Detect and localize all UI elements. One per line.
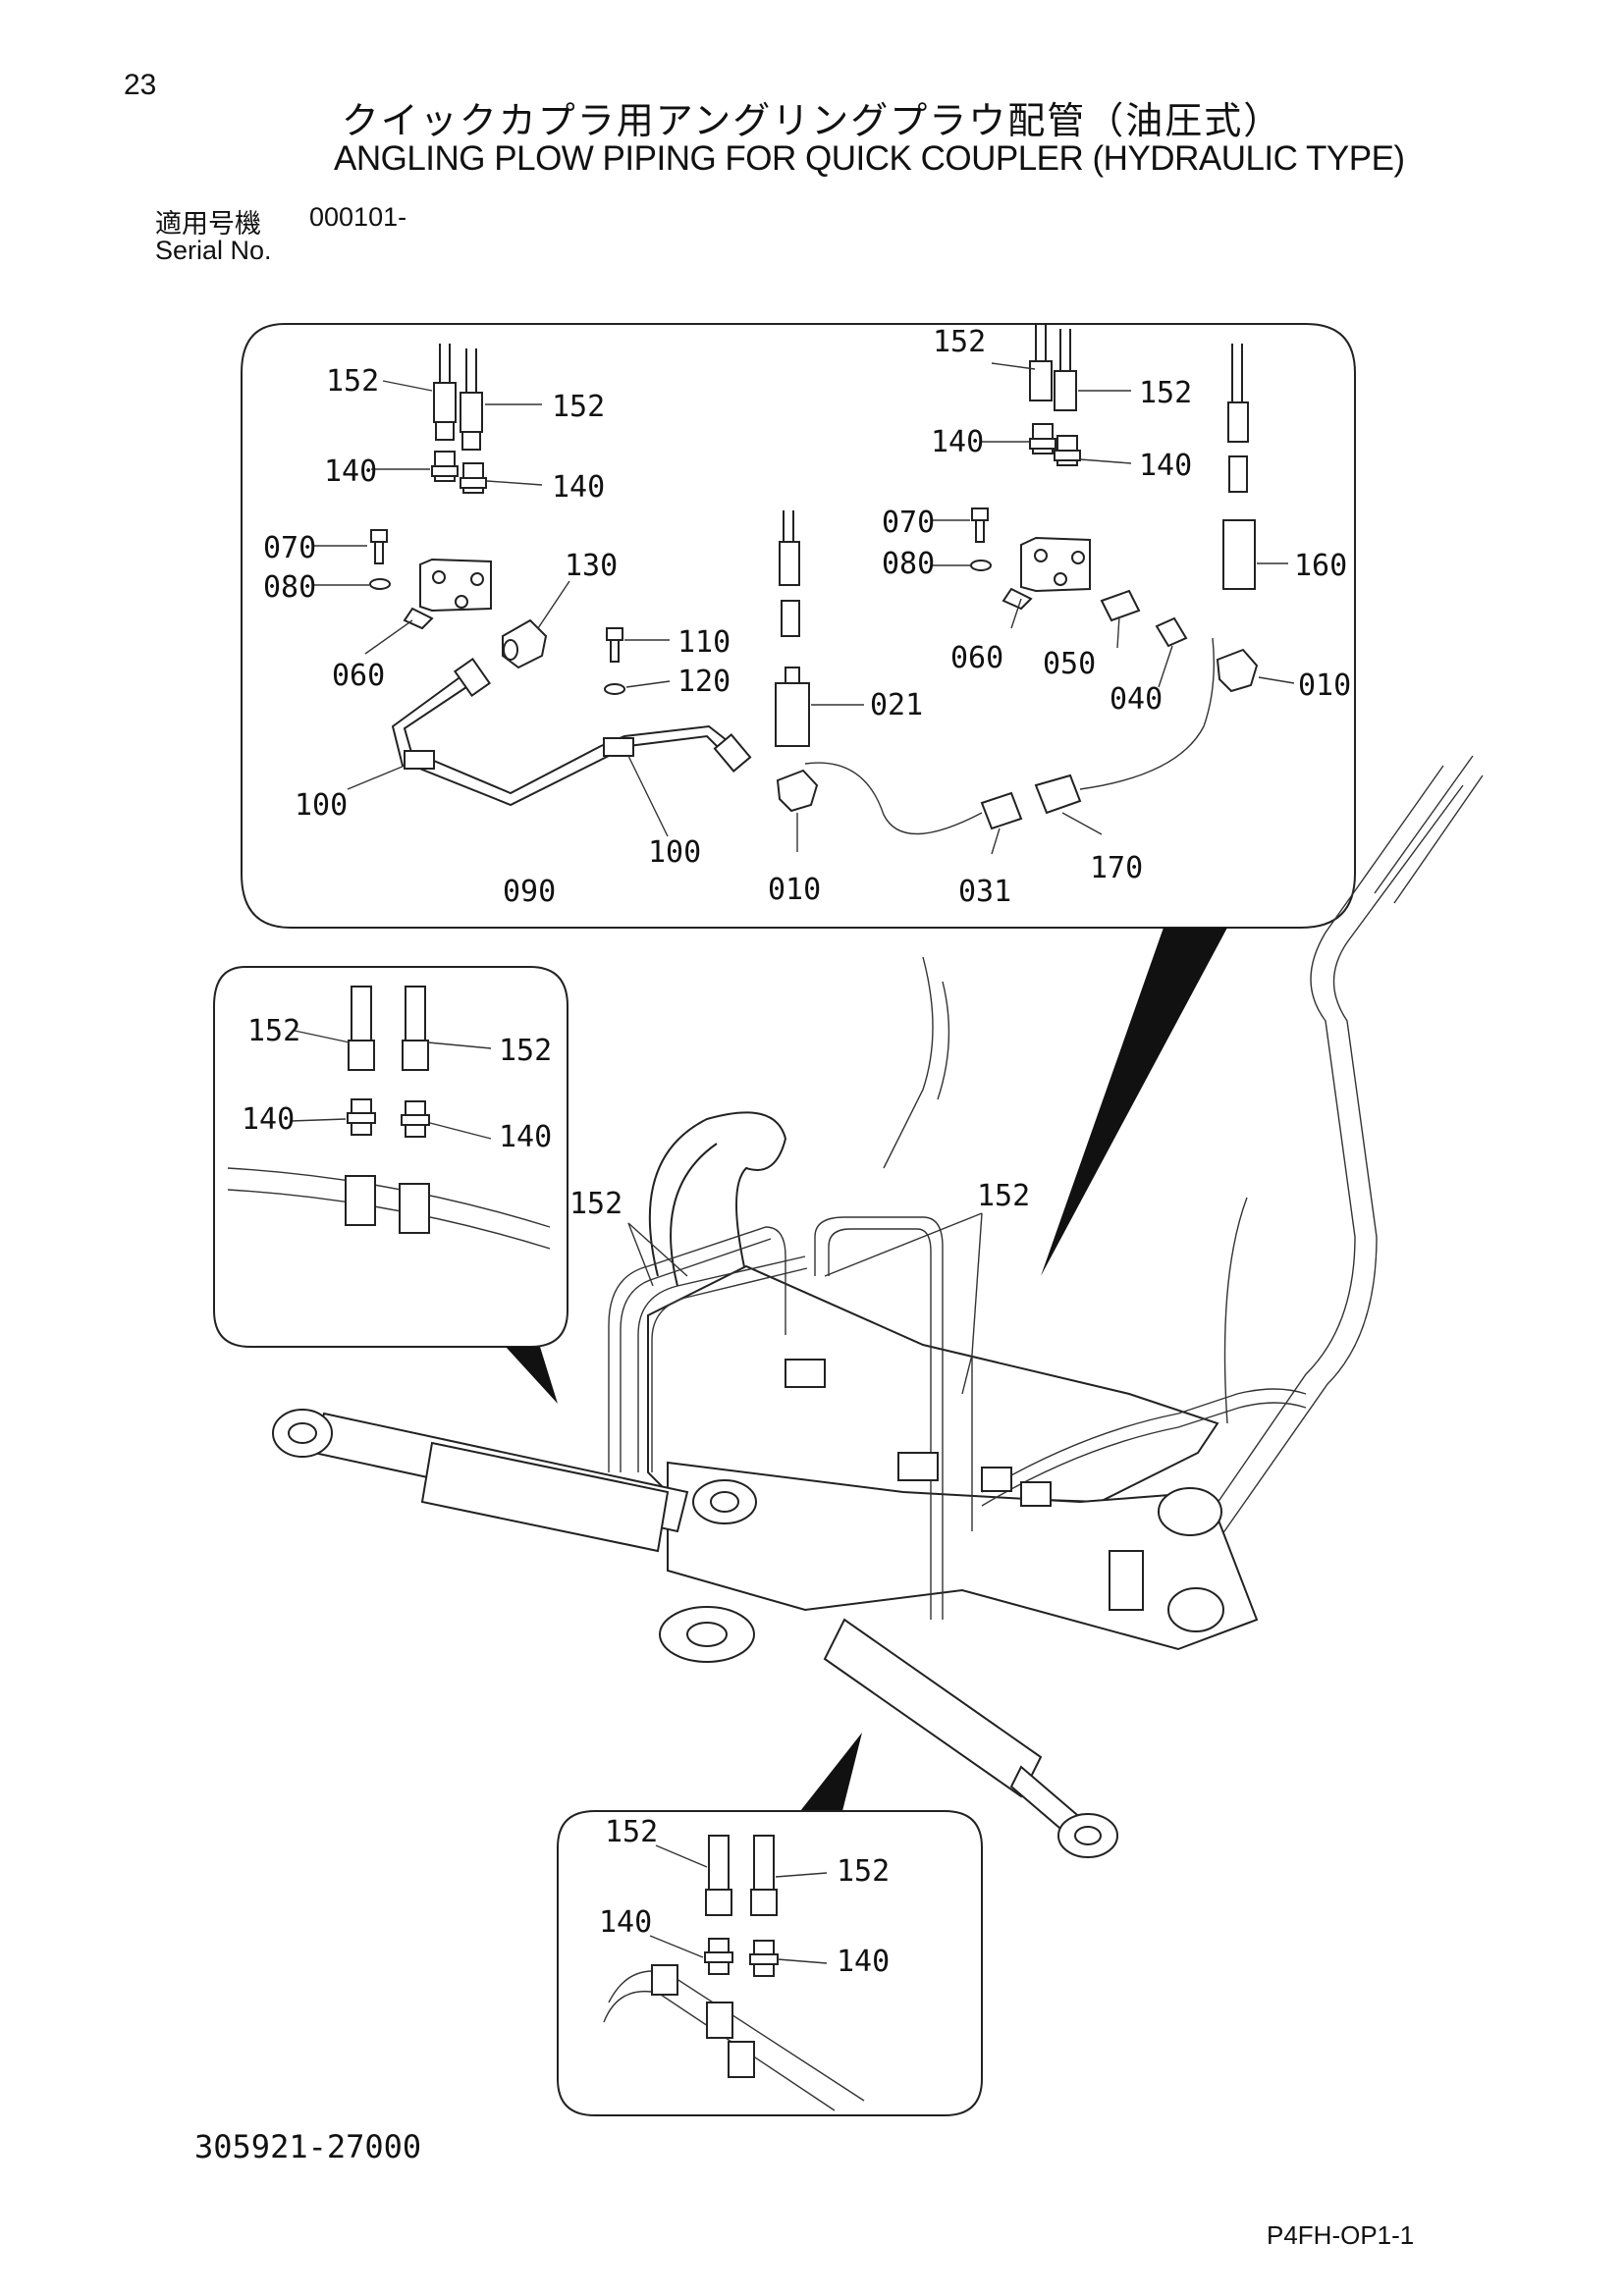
pointer-wedge-left bbox=[506, 1347, 558, 1404]
callout-140: 140 bbox=[1139, 449, 1192, 483]
callout-152: 152 bbox=[605, 1815, 658, 1849]
bottom-detail-inset: 152 152 140 140 bbox=[557, 1810, 983, 2116]
callout-031: 031 bbox=[958, 875, 1011, 909]
callout-100: 100 bbox=[648, 835, 701, 870]
machine-assembly: 152 152 bbox=[272, 755, 1484, 1858]
callout-152: 152 bbox=[326, 364, 379, 399]
callout-070: 070 bbox=[263, 531, 316, 565]
leader-lines-top bbox=[314, 362, 1295, 855]
connector-050 bbox=[1100, 589, 1141, 622]
pointer-wedge-bottom bbox=[800, 1733, 862, 1811]
callout-100: 100 bbox=[295, 788, 348, 823]
bolt-070-left bbox=[370, 529, 388, 564]
elbow-010-right bbox=[1216, 648, 1259, 693]
callout-152: 152 bbox=[1139, 376, 1192, 410]
callout-010: 010 bbox=[1298, 668, 1351, 703]
hose-160-assembly bbox=[1222, 344, 1256, 590]
callout-152: 152 bbox=[977, 1179, 1030, 1213]
washer-080-right bbox=[970, 560, 992, 571]
adapter-140-right-pair bbox=[1029, 423, 1081, 466]
callout-021: 021 bbox=[870, 688, 923, 722]
bolt-110 bbox=[606, 627, 623, 663]
callout-140: 140 bbox=[499, 1120, 552, 1154]
elbow-130 bbox=[502, 618, 548, 669]
callout-140: 140 bbox=[552, 470, 605, 505]
callout-040: 040 bbox=[1110, 682, 1163, 717]
hose-031-170 bbox=[804, 637, 1215, 835]
elbow-010-left bbox=[776, 769, 819, 813]
washer-120 bbox=[604, 683, 625, 695]
callout-152: 152 bbox=[837, 1854, 890, 1889]
hose-152-left-pair bbox=[433, 344, 483, 451]
page-title-english: ANGLING PLOW PIPING FOR QUICK COUPLER (H… bbox=[334, 139, 1405, 178]
callout-130: 130 bbox=[565, 549, 618, 583]
callout-120: 120 bbox=[677, 665, 731, 699]
hose-021-assembly bbox=[775, 510, 810, 747]
callout-152: 152 bbox=[247, 1014, 300, 1048]
callout-110: 110 bbox=[677, 625, 731, 660]
callout-060: 060 bbox=[950, 641, 1003, 675]
nut-040 bbox=[1155, 616, 1188, 648]
callout-140: 140 bbox=[599, 1905, 652, 1940]
page-code: P4FH-OP1-1 bbox=[1267, 2220, 1415, 2250]
callout-080: 080 bbox=[882, 547, 935, 581]
bolt-070-right bbox=[971, 507, 989, 543]
document-number: 305921-27000 bbox=[194, 2128, 422, 2165]
top-exploded-inset: 152 152 140 140 070 080 130 060 110 120 … bbox=[241, 323, 1356, 929]
pointer-wedge-top bbox=[1041, 928, 1227, 1276]
block-060-right bbox=[1001, 536, 1091, 611]
page-title-japanese: クイックカプラ用アングリングプラウ配管（油圧式） bbox=[341, 99, 1283, 142]
callout-090: 090 bbox=[503, 875, 556, 909]
serial-label-english: Serial No. bbox=[155, 236, 272, 265]
callout-140: 140 bbox=[837, 1945, 890, 1979]
pipe-090 bbox=[391, 658, 752, 807]
callout-140: 140 bbox=[242, 1102, 295, 1137]
hose-152-right-pair bbox=[1029, 324, 1077, 411]
adapter-140-left-pair bbox=[431, 451, 487, 494]
callout-152: 152 bbox=[499, 1034, 552, 1068]
callout-010: 010 bbox=[768, 873, 821, 907]
callout-170: 170 bbox=[1090, 851, 1143, 885]
washer-080-left bbox=[369, 578, 391, 590]
clamp-100 bbox=[404, 737, 634, 770]
callout-070: 070 bbox=[882, 506, 935, 540]
page-number: 23 bbox=[124, 69, 157, 101]
serial-number-value: 000101- bbox=[309, 202, 407, 232]
callout-152: 152 bbox=[933, 325, 986, 359]
callout-152: 152 bbox=[552, 390, 605, 424]
callout-140: 140 bbox=[931, 425, 984, 459]
callout-050: 050 bbox=[1043, 647, 1096, 681]
serial-label-japanese: 適用号機 bbox=[155, 209, 261, 240]
callout-140: 140 bbox=[324, 454, 377, 489]
callout-152: 152 bbox=[569, 1187, 623, 1221]
block-060-left bbox=[403, 558, 492, 630]
left-detail-inset: 152 152 140 140 bbox=[213, 966, 568, 1348]
callout-080: 080 bbox=[263, 570, 316, 605]
callout-060: 060 bbox=[332, 659, 385, 693]
callout-160: 160 bbox=[1294, 549, 1347, 583]
